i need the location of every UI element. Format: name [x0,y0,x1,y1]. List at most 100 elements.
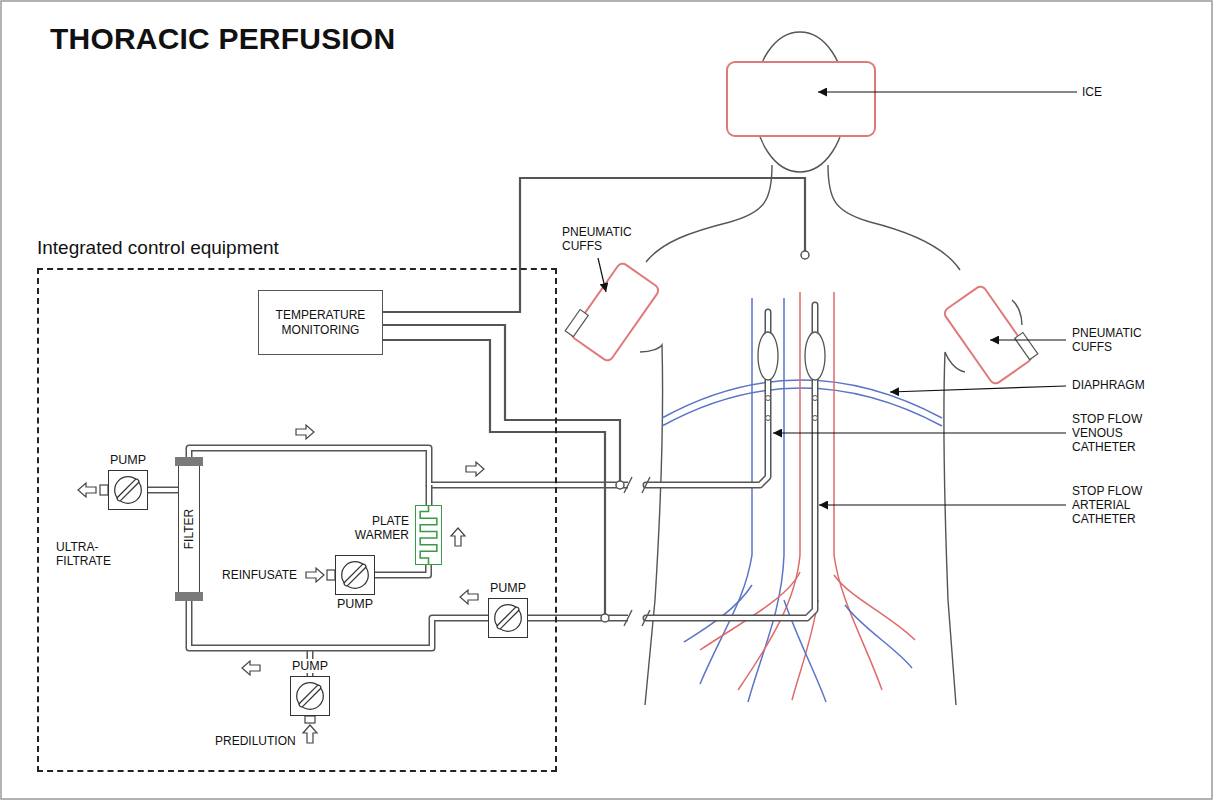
pump-rotor [342,562,369,589]
pump-port [305,716,315,723]
leader-line [890,386,1066,392]
pump-rotor [489,599,527,637]
warmer-line [427,485,431,505]
body-outline [640,32,1022,705]
part-label: ULTRA-FILTRATE [56,540,120,568]
node-text: FILTER [182,509,196,549]
flow-arrow [466,462,484,476]
diaphragm-line [662,388,942,426]
pump-roller [499,609,516,626]
flow-arrow [460,590,478,604]
pump-roller [119,481,136,498]
temperature-wires [383,178,809,622]
venous-line [189,448,628,485]
pump-rotor [115,477,142,504]
pump-roller [301,687,318,704]
flow-arrow [303,725,317,743]
pump-symbol: PUMP [290,676,330,716]
pump-port [327,570,335,580]
venous-line [189,448,628,485]
pump-rotor [495,605,522,632]
part-label: STOP FLOW ARTERIAL CATHETER [1072,484,1158,526]
right-cuff [943,281,1039,386]
catheter-balloon [805,332,825,380]
temperature-probe [616,481,624,489]
warmer-coil [416,506,441,564]
node-text: PUMP [335,597,375,611]
aorta [738,292,800,690]
pump-roller [301,687,318,704]
ice-headband [727,62,875,136]
flow-arrow [78,483,96,497]
temperature-probe [601,614,609,622]
artery-branch [700,572,800,650]
tube-connector [375,565,429,575]
flow-arrow [306,568,324,582]
diagram-title: THORACIC PERFUSION [50,22,395,56]
catheter-hole [766,416,771,421]
pump-roller [346,566,363,583]
node-text: PUMP [290,659,330,673]
pump-rotor [297,683,324,710]
pump-rotor [336,556,374,594]
node-text: TEMPERATURE MONITORING [265,308,376,338]
catheter-hole [766,396,771,401]
temperature-probe [801,251,809,259]
pump-roller [346,566,363,583]
node-text: PLATE WARMER [347,514,409,542]
vessels [684,292,915,702]
part-label: DIAPHRAGM [1072,378,1145,392]
filter-cartridge: FILTER [178,458,200,600]
pump-rotor [109,471,147,509]
leader-lines [598,92,1077,505]
node-text: Integrated control equipment [37,237,279,259]
catheter-holes [766,396,818,421]
leader-line [990,339,1066,340]
part-label: REINFUSATE [222,568,297,582]
temperature-wire [383,178,805,312]
node-text: PUMP [108,453,148,467]
part-label: PNEUMATIC CUFFS [562,225,648,253]
pump-roller [499,609,516,626]
equipment-group: Integrated control equipmentTEMPERATURE … [37,268,557,772]
pump-rotor [291,677,329,715]
tube-connector [148,490,178,491]
filter-cap [175,592,203,601]
venous-catheter [646,312,768,485]
warmer-line [426,485,433,505]
right-shoulder [828,165,960,270]
tube-outline [148,487,178,494]
tube-bore [375,565,429,575]
left-shoulder [646,165,772,262]
catheter-hole [813,396,818,401]
vein-branch [684,585,752,642]
pump-roller [119,481,136,498]
circuit-tubing [100,305,815,723]
line-break-mark [624,477,650,626]
leader-line [598,258,606,292]
pump-symbol: PUMP [488,598,528,638]
part-label: STOP FLOW VENOUS CATHETER [1072,412,1158,454]
pump-symbol: PUMP [335,555,375,595]
flow-arrow [296,425,314,439]
arterial-catheter [646,305,815,618]
right-arm [1012,300,1022,325]
right-torso [944,352,965,705]
diaphragm-line [662,380,942,418]
pump-symbol: PUMP [108,470,148,510]
catheter-balloon [758,332,778,380]
leader-line [818,91,1077,92]
pump-port [100,485,108,495]
arterial-line [528,615,628,622]
leader-line [819,504,1066,505]
part-label: ICE [1082,85,1102,99]
part-label: PNEUMATIC CUFFS [1072,326,1158,354]
flow-arrow [242,661,260,675]
arterial-catheter [646,305,815,618]
tube-bore [148,488,178,492]
